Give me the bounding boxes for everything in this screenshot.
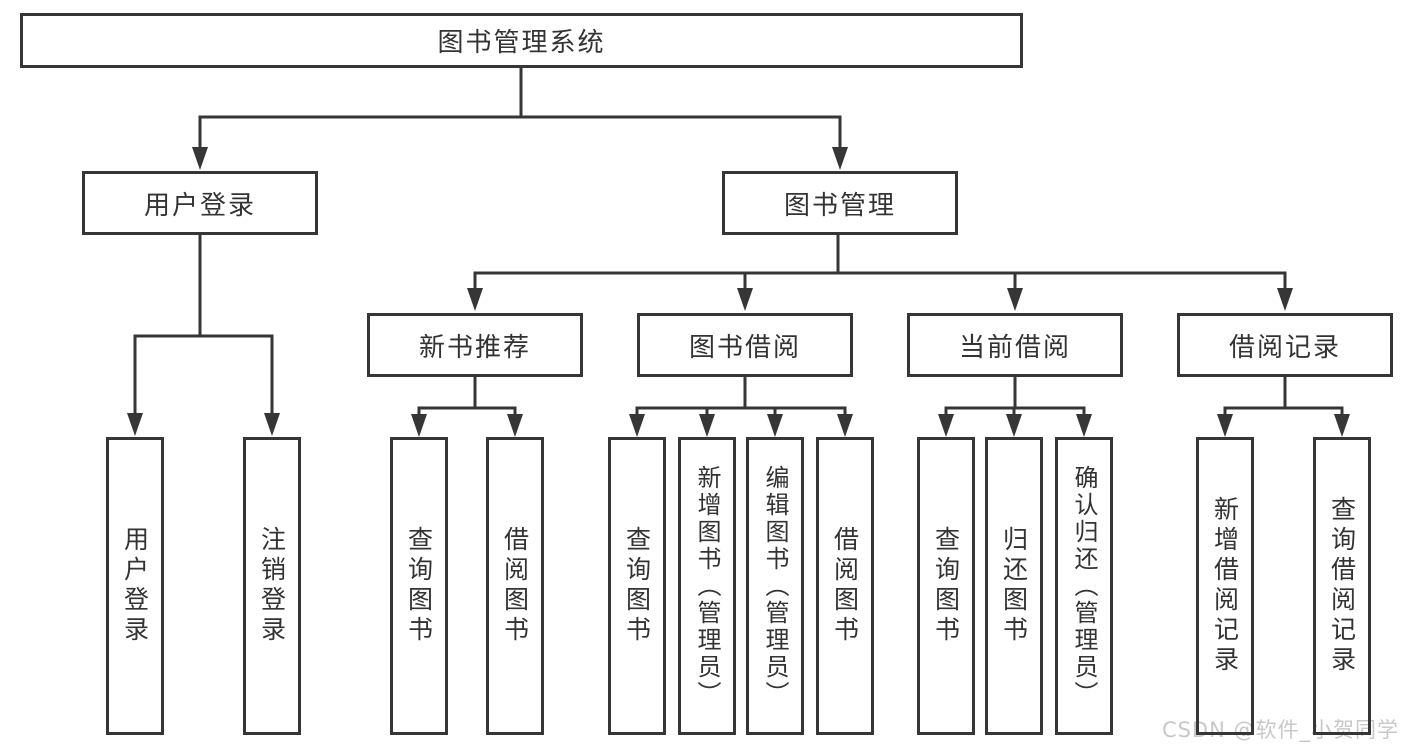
node-label: 查询图书: [622, 526, 652, 646]
node-label: 当前借阅: [958, 332, 1071, 363]
node-label: 用户登录: [120, 526, 150, 646]
arrowhead-icons: [127, 147, 1350, 437]
csdn-watermark: CSDN @软件_小贺同学: [1161, 718, 1399, 742]
node-label: 查询图书: [931, 526, 961, 646]
node-label: 编辑图书（管理员）: [761, 464, 789, 708]
node-current-borrowing: 当前借阅: [907, 313, 1123, 377]
node-book-management: 图书管理: [722, 171, 958, 235]
leaf-return-books: 归还图书: [985, 437, 1043, 735]
node-label: 查询借阅记录: [1327, 496, 1357, 676]
leaf-confirm-return-admin: 确认归还（管理员）: [1055, 437, 1113, 735]
node-label: 借阅图书: [500, 526, 530, 646]
node-label: 注销登录: [257, 526, 287, 646]
node-book-borrowing: 图书借阅: [637, 313, 853, 377]
node-label: 图书管理: [783, 190, 896, 221]
node-label: 图书管理系统: [437, 28, 606, 58]
node-label: 新书推荐: [418, 332, 531, 363]
node-label: 查询图书: [404, 526, 434, 646]
node-label: 新增借阅记录: [1210, 496, 1240, 676]
leaf-borrow-books-recommend: 借阅图书: [486, 437, 544, 735]
leaf-query-books-current: 查询图书: [917, 437, 975, 735]
node-label: 借阅图书: [830, 526, 860, 646]
leaf-user-login: 用户登录: [106, 437, 164, 735]
leaf-add-books-admin: 新增图书（管理员）: [678, 437, 736, 735]
node-label: 用户登录: [143, 190, 256, 221]
leaf-add-borrow-record: 新增借阅记录: [1196, 437, 1254, 735]
leaf-edit-books-admin: 编辑图书（管理员）: [746, 437, 804, 735]
node-borrowing-records: 借阅记录: [1177, 313, 1393, 377]
node-label: 图书借阅: [688, 332, 801, 363]
leaf-query-books-borrow: 查询图书: [608, 437, 666, 735]
node-label: 新增图书（管理员）: [693, 464, 721, 708]
node-new-book-recommendation: 新书推荐: [367, 313, 583, 377]
node-library-management-system: 图书管理系统: [20, 13, 1023, 68]
leaf-logout: 注销登录: [243, 437, 301, 735]
leaf-borrow-books: 借阅图书: [816, 437, 874, 735]
node-label: 确认归还（管理员）: [1070, 464, 1098, 708]
leaf-query-books-recommend: 查询图书: [390, 437, 448, 735]
node-label: 归还图书: [999, 526, 1029, 646]
leaf-query-borrow-record: 查询借阅记录: [1313, 437, 1371, 735]
node-user-login: 用户登录: [82, 171, 318, 235]
node-label: 借阅记录: [1228, 332, 1341, 363]
